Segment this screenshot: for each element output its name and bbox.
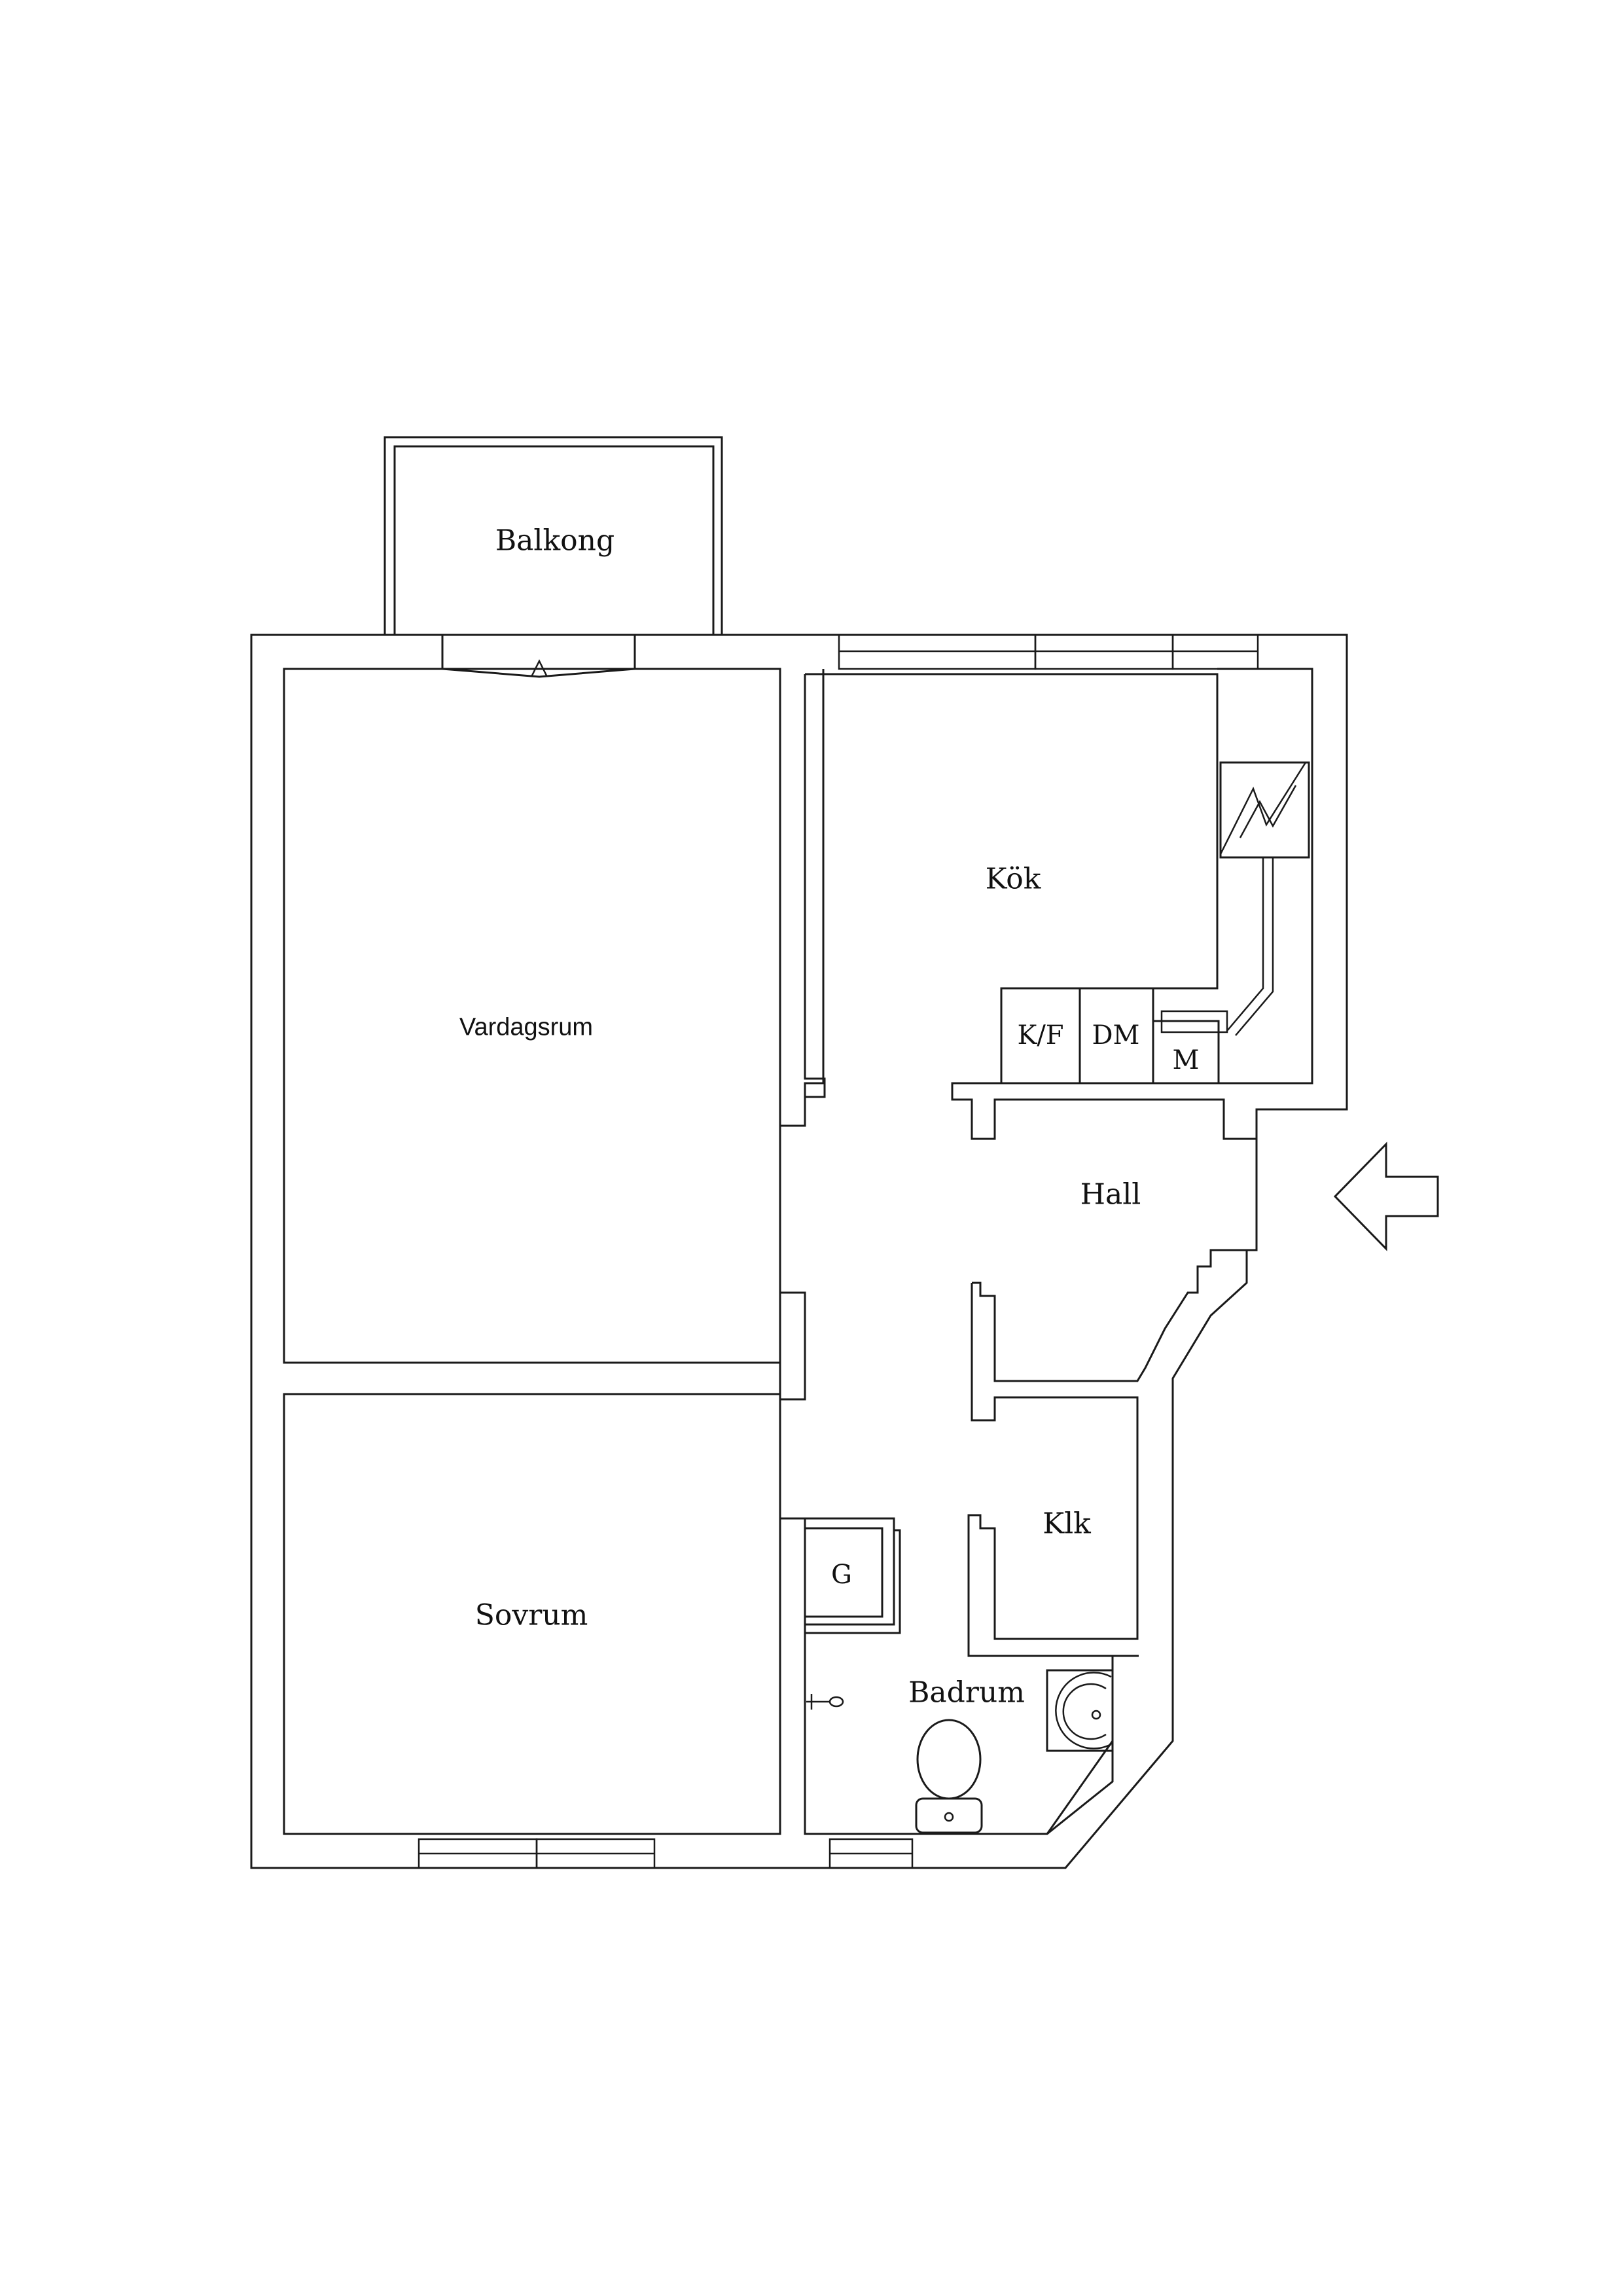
badrum-label: Badrum xyxy=(908,1676,1025,1710)
stove-icon xyxy=(1219,761,1310,859)
g-label: G xyxy=(831,1560,852,1590)
bottom-windows xyxy=(418,1838,914,1869)
interior-walls xyxy=(283,669,825,1835)
badrum-room xyxy=(804,1655,1139,1835)
vardagsrum-room xyxy=(283,635,781,1364)
toilet-icon xyxy=(915,1719,983,1834)
g-cabinet xyxy=(804,1517,901,1634)
kf-label: K/F xyxy=(1017,1020,1064,1050)
shower-icon xyxy=(806,1694,844,1710)
dm-label: DM xyxy=(1092,1020,1140,1050)
kok-room xyxy=(804,634,1313,1140)
hall-label: Hall xyxy=(1080,1177,1141,1211)
klk-label: Klk xyxy=(1043,1507,1091,1541)
hall-walls xyxy=(971,1249,1247,1422)
balkong-label: Balkong xyxy=(495,524,615,558)
m-label: M xyxy=(1172,1045,1200,1075)
kok-label: Kök xyxy=(985,862,1041,896)
klk-room xyxy=(967,1396,1139,1657)
outer-walls xyxy=(250,634,1348,1869)
kitchen-appliances xyxy=(1000,761,1310,1085)
vardagsrum-label: Vardagsrum xyxy=(459,1013,594,1041)
sovrum-label: Sovrum xyxy=(474,1598,588,1632)
sink-icon xyxy=(1046,1669,1113,1752)
entrance-arrow-icon xyxy=(1333,1141,1439,1251)
